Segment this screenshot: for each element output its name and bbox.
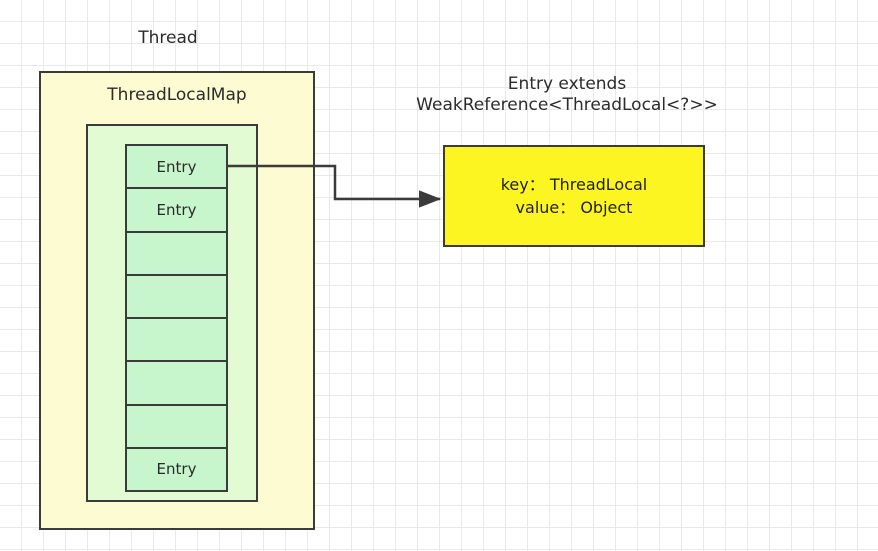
thread-label: Thread: [138, 28, 198, 48]
entry-extends-caption-line2: WeakReference<ThreadLocal<?>>: [416, 95, 718, 116]
entry-table: Entry Entry Entry: [125, 144, 228, 492]
entry-cell[interactable]: Entry: [127, 448, 226, 492]
entry-cell[interactable]: [127, 275, 226, 319]
entry-extends-caption: Entry extends WeakReference<ThreadLocal<…: [397, 74, 737, 117]
thread-local-map-label: ThreadLocalMap: [107, 85, 247, 105]
entry-cell[interactable]: Entry: [127, 146, 226, 190]
entry-cell[interactable]: [127, 362, 226, 406]
entry-cell[interactable]: [127, 319, 226, 363]
entry-value-line: value： Object: [515, 198, 633, 217]
entry-cell[interactable]: [127, 232, 226, 276]
entry-extends-caption-line1: Entry extends: [507, 74, 627, 94]
entry-cell[interactable]: [127, 405, 226, 449]
entry-key-line: key： ThreadLocal: [500, 174, 648, 194]
entry-object-box[interactable]: key： ThreadLocal value： Object: [443, 145, 705, 247]
entry-cell[interactable]: Entry: [127, 189, 226, 233]
